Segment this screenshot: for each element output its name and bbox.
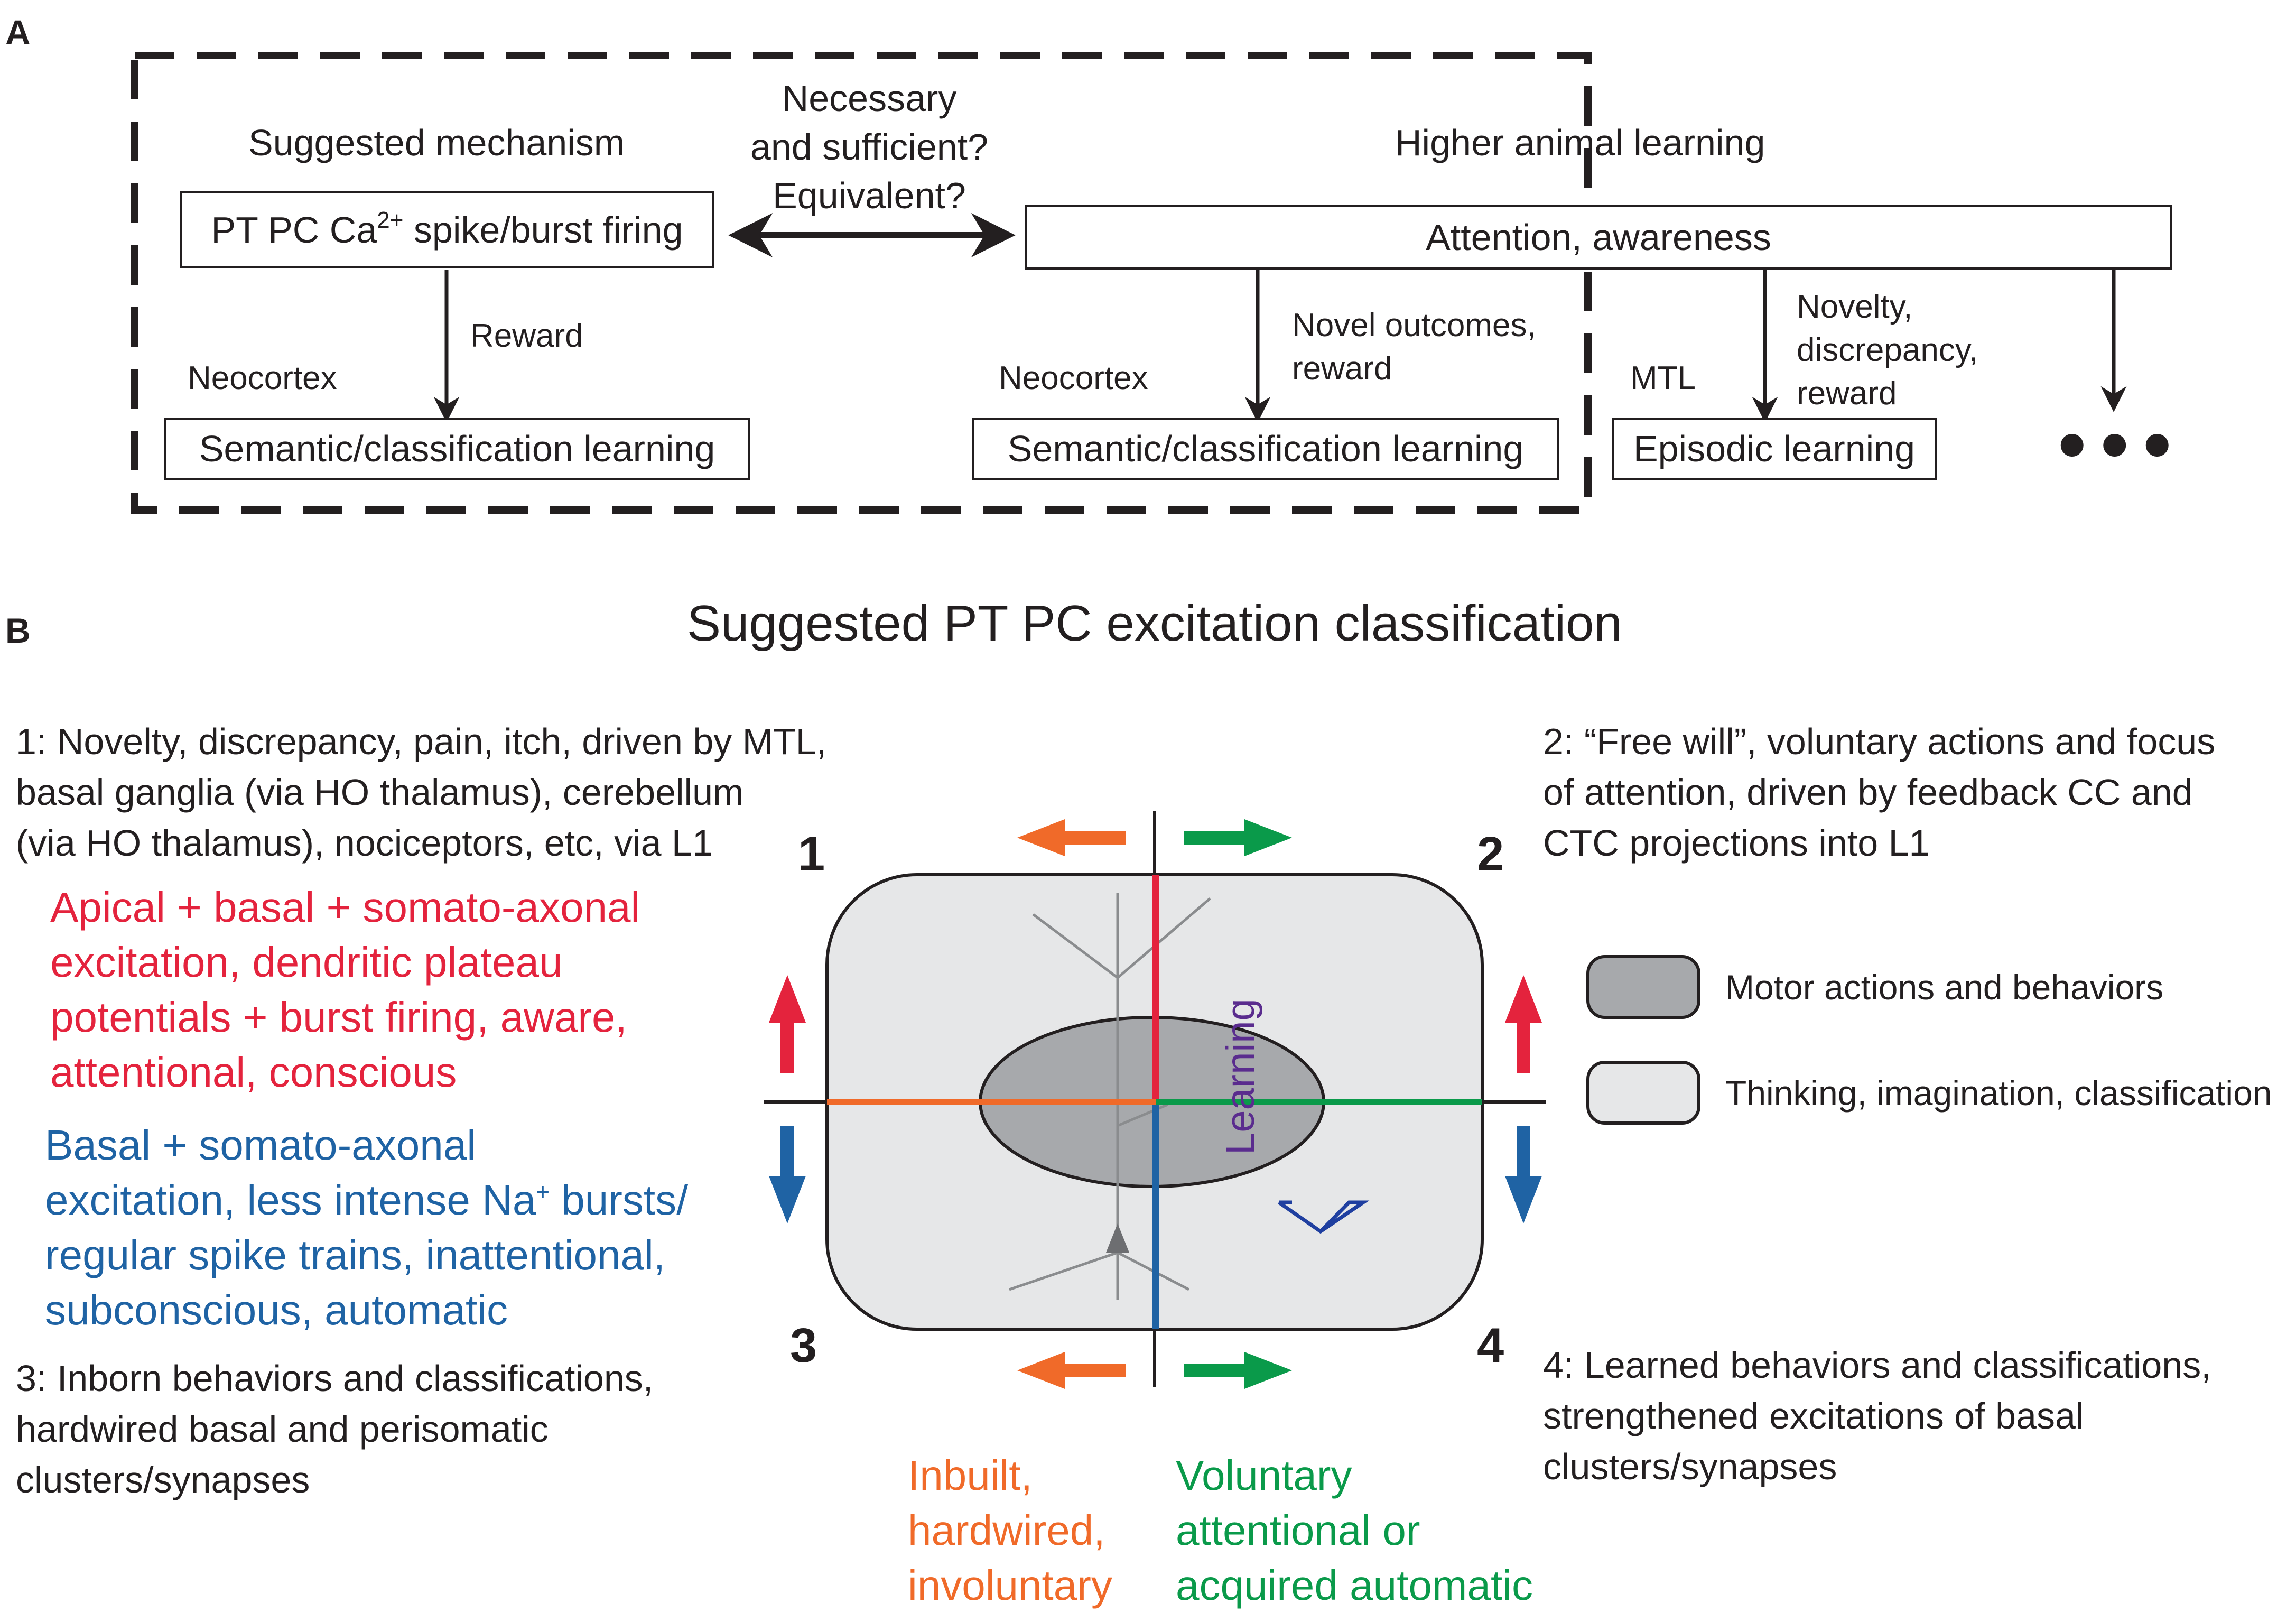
semantic-box-1: Semantic/classification learning [164, 418, 750, 480]
apical-excitation-text: Apical + basal + somato-axonal excitatio… [50, 884, 640, 1096]
suggested-mechanism-label: Suggested mechanism [248, 122, 625, 163]
quadrant-4-number: 4 [1477, 1319, 1504, 1373]
inbuilt-text: Inbuilt, hardwired, involuntary [908, 1452, 1112, 1609]
novel-outcomes-label: Novel outcomes, reward [1292, 307, 1536, 387]
legend-swatch-thinking [1586, 1061, 1700, 1125]
pt-pc-box-label: PT PC Ca2+ spike/burst firing [211, 207, 683, 251]
green-arrow-bottom [1184, 1352, 1292, 1389]
q3-description: 3: Inborn behaviors and classifications,… [16, 1358, 654, 1500]
mtl-label: MTL [1630, 360, 1696, 396]
panel-b-title: Suggested PT PC excitation classificatio… [687, 595, 1622, 652]
question-line-3: Equivalent? [773, 175, 966, 216]
blue-arrow-right [1505, 1126, 1542, 1223]
novelty-label: Novelty, discrepancy, reward [1797, 289, 1978, 412]
question-text: Necessary and sufficient? Equivalent? [750, 74, 988, 220]
ellipsis: ••• [2058, 400, 2186, 488]
neocortex-label-1: Neocortex [188, 360, 337, 396]
red-arrow-right [1505, 975, 1542, 1073]
green-arrow-top [1184, 819, 1292, 856]
orange-arrow-top [1017, 819, 1126, 856]
panel-b-letter: B [5, 611, 31, 650]
question-line-1: Necessary [782, 78, 957, 119]
voluntary-text: Voluntary attentional or acquired automa… [1176, 1452, 1533, 1609]
pt-pc-box: PT PC Ca2+ spike/burst firing [180, 191, 714, 268]
quadrant-1-number: 1 [798, 827, 825, 881]
q1-description: 1: Novelty, discrepancy, pain, itch, dri… [16, 721, 827, 864]
episodic-box: Episodic learning [1612, 418, 1937, 480]
neocortex-label-2: Neocortex [999, 360, 1148, 396]
learning-label: Learning [1218, 998, 1263, 1155]
legend-label-thinking: Thinking, imagination, classification [1725, 1073, 2272, 1113]
learning-arrow [1278, 994, 1370, 1234]
quadrant-2-number: 2 [1477, 827, 1504, 881]
reward-label: Reward [470, 318, 583, 354]
attention-box: Attention, awareness [1025, 205, 2172, 270]
q4-description: 4: Learned behaviors and classifications… [1543, 1345, 2211, 1487]
panel-a-letter: A [5, 13, 31, 52]
legend-swatch-motor [1586, 955, 1700, 1019]
semantic-box-2: Semantic/classification learning [972, 418, 1559, 480]
higher-learning-label: Higher animal learning [1395, 122, 1765, 163]
quadrant-3-number: 3 [790, 1319, 817, 1373]
legend-label-motor: Motor actions and behaviors [1725, 968, 2164, 1007]
orange-arrow-bottom [1017, 1352, 1126, 1389]
soma-triangle [1106, 1223, 1129, 1253]
red-arrow-left [769, 975, 806, 1073]
q2-description: 2: “Free will”, voluntary actions and fo… [1543, 721, 2216, 864]
question-line-2: and sufficient? [750, 126, 989, 168]
blue-arrow-left [769, 1126, 806, 1223]
basal-excitation-text: Basal + somato-axonal excitation, less i… [45, 1121, 689, 1333]
